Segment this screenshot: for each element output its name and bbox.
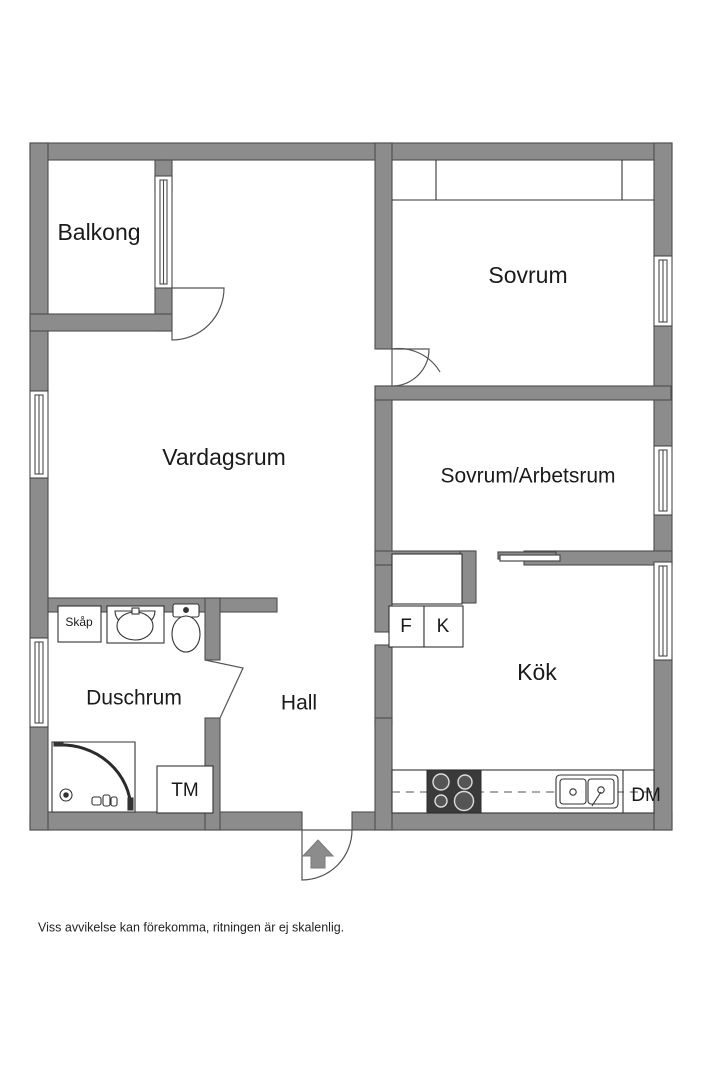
fixture-label-f: F [400, 616, 412, 637]
shower-enclosure [51, 741, 136, 813]
wall-group [29, 142, 673, 831]
wall-exterior-left-a [29, 142, 49, 392]
door-bedroom [391, 347, 441, 387]
fixture-label-tm: TM [171, 780, 198, 801]
room-label-duschrum: Duschrum [86, 687, 182, 710]
entrance-arrow-icon [301, 839, 335, 869]
wall-central-mid [374, 385, 393, 633]
wall-exterior-bottom-left [29, 811, 303, 831]
washing-machine-box [156, 765, 214, 814]
appliance-fridge-box [423, 605, 464, 648]
wall-exterior-top [29, 142, 673, 161]
room-label-vardagsrum: Vardagsrum [162, 444, 286, 470]
wall-exterior-left-c [29, 726, 49, 831]
fixture-label-dm: DM [631, 785, 661, 806]
kitchen-sink [555, 774, 619, 809]
wall-hall-kitchen [374, 717, 393, 831]
window-left-upper [29, 390, 49, 479]
room-label-sovrum: Sovrum [488, 262, 567, 288]
window-right-middle [653, 445, 673, 516]
wall-balcony-bottom [29, 313, 173, 332]
bathroom-cabinet-box [57, 605, 102, 643]
stove-cooktop [426, 769, 482, 814]
disclaimer-note: Viss avvikelse kan förekomma, ritningen … [38, 920, 344, 934]
door-sliding-kitchen [497, 551, 561, 562]
wardrobe-sovrum [392, 160, 654, 201]
fixture-label-skap: Skåp [65, 615, 93, 629]
wall-exterior-left-b [29, 477, 49, 639]
room-label-hall: Hall [281, 692, 317, 715]
room-label-balkong: Balkong [57, 219, 140, 245]
wall-central-upper [374, 142, 393, 350]
window-group [29, 175, 673, 728]
toilet [171, 603, 201, 653]
window-balcony [154, 175, 173, 289]
door-group [171, 287, 561, 881]
washbasin [106, 605, 165, 644]
appliance-freezer-box [388, 605, 425, 648]
fixture-label-k: K [437, 616, 450, 637]
window-right-upper [653, 255, 673, 327]
room-label-sovrum-arbetsrum: Sovrum/Arbetsrum [440, 465, 615, 488]
door-bathroom [204, 659, 244, 719]
wall-exterior-bottom-right [351, 811, 673, 831]
window-right-lower [653, 561, 673, 661]
wall-central-lower [374, 644, 393, 726]
wall-bathroom-right-upper [204, 597, 221, 661]
window-left-lower [29, 637, 49, 728]
kitchen-alcove [391, 553, 463, 605]
wall-bedroom-divider [374, 385, 672, 401]
room-label-kok: Kök [517, 659, 557, 685]
door-balcony [171, 287, 225, 341]
wall-exterior-right-a [653, 142, 673, 257]
